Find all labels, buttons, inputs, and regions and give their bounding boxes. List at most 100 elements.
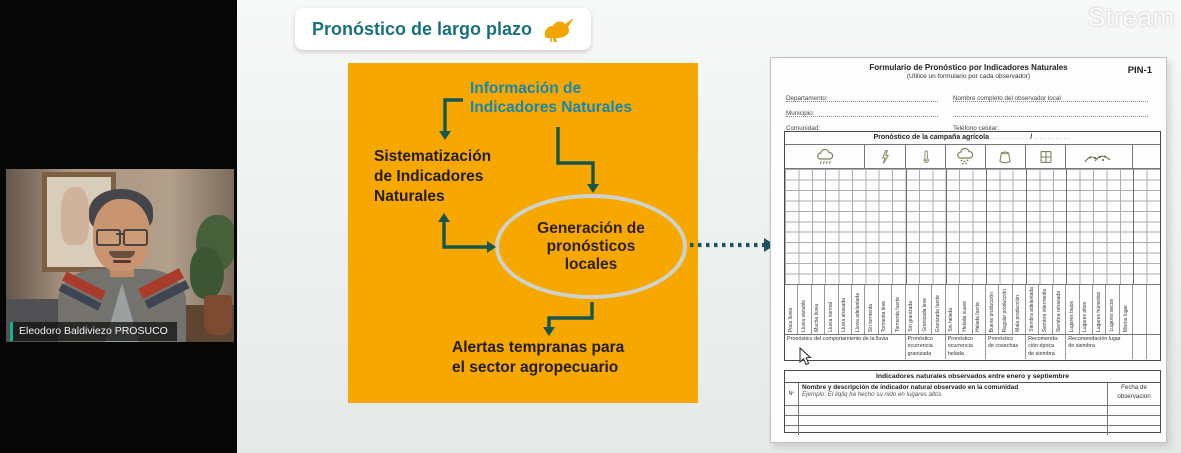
column-label-cell: Buena producción (986, 285, 1000, 334)
blank-line: .............. (990, 135, 1029, 141)
column-label-cell: Siembra adelantada (1026, 285, 1040, 334)
stream-watermark: Stream (1088, 2, 1175, 32)
desc-header: Nombre y descripción de indicador natura… (802, 384, 1019, 391)
group-label: Recomendación lugar de siembra (1066, 335, 1134, 359)
mouth (113, 260, 131, 263)
group-label (1147, 335, 1160, 359)
column-label-cell: Lugares húmedos (1093, 285, 1107, 334)
column-label-cell: Lluvia adelantada (852, 285, 866, 334)
column-label: Sin granizada (908, 301, 915, 332)
rain-cloud-icon (785, 145, 866, 168)
thermometer-icon (906, 145, 946, 168)
column-label-row: Poca lluvia Lluvia variable Mucha lluvia… (785, 284, 1160, 334)
form-field: Comunidad: (786, 117, 938, 132)
group-label-row: Pronóstico del comportamiento de la lluv… (785, 334, 1160, 359)
mustache (109, 251, 135, 258)
form-subtitle: (Utilice un formulario por cada observad… (906, 73, 1031, 80)
form-code: PIN-1 (1127, 65, 1152, 76)
sown-hills-icon (1066, 145, 1134, 168)
form-fields-left: Departamento: Municipio: Comunidad: (786, 87, 938, 132)
column-label-cell: Granizada leve (919, 285, 933, 334)
column-label: Siembra adelantada (1028, 287, 1035, 332)
column-label: Sin tormenta (868, 303, 875, 332)
field-label: Nombre completo del observador local (953, 95, 1061, 102)
column-label: Regular producción (1001, 288, 1008, 332)
glasses-bridge (116, 233, 124, 235)
column-label-cell: Lluvia atrasada (839, 285, 852, 334)
column-label: Mucha lluvia (814, 304, 821, 332)
form-field: Departamento: (786, 87, 938, 102)
group-label: Pronóstico del comportamiento de la lluv… (785, 335, 906, 359)
column-label-cell (1133, 285, 1147, 334)
column-label-cell: Regular producción (999, 285, 1013, 334)
column-label: Lluvia variable (801, 300, 808, 332)
field-label: Departamento: (786, 95, 828, 102)
column-label-cell: Lugares secos (1106, 285, 1120, 334)
column-label: Lugares secos (1109, 299, 1116, 332)
date-header: Fecha de observacion (1117, 384, 1151, 400)
separator: / (1030, 134, 1033, 141)
group-label: Recomenda- ción época de siembra (1026, 335, 1067, 359)
lightning-icon (865, 145, 906, 168)
weather-icon-row (785, 144, 1160, 169)
table-row (785, 406, 1160, 416)
desc-example: Ejemplo: El liqliq ha hecho su nido en l… (802, 391, 942, 398)
window-grid-icon (1026, 145, 1067, 168)
column-label: Sin helada (948, 308, 955, 332)
empty-icon-cell (1133, 145, 1160, 168)
form-fields-right: Nombre completo del observador local Tel… (953, 87, 1148, 132)
column-label-cell: Sin granizada (906, 285, 919, 334)
node-sistematizacion: Sistematización de Indicadores Naturales (374, 148, 492, 205)
column-label: Siembra retrasada (1055, 290, 1062, 332)
node-informacion: Información de Indicadores Naturales (470, 80, 632, 116)
campaign-forecast-table: Pronóstico de la campaña agrícola ......… (784, 131, 1161, 361)
name-accent-bar (10, 322, 13, 341)
column-label: Lluvia normal (827, 302, 834, 332)
form-field: Nombre completo del observador local (953, 87, 1148, 102)
group-label: Pronóstico ocurrencia granizada (906, 335, 946, 359)
column-label: Tormenta fuerte (894, 296, 901, 332)
num-header: Nº (785, 383, 799, 405)
column-label: Lluvia atrasada (841, 298, 848, 332)
form-field (953, 102, 1148, 117)
column-label: Buena producción (988, 291, 995, 332)
observations-table: Indicadores naturales observados entre e… (784, 370, 1161, 435)
plant (190, 247, 224, 299)
column-label: Poca lluvia (787, 307, 794, 332)
column-label-cell: Mala producción (1013, 285, 1027, 334)
column-label-cell: Siembra retrasada (1053, 285, 1067, 334)
column-label-cell: Lluvia variable (798, 285, 812, 334)
field-label: Comunidad: (786, 125, 820, 132)
field-label: Municipio: (786, 110, 815, 117)
column-label-cell: Granizada fuerte (932, 285, 946, 334)
dotted-arrow (690, 238, 775, 252)
video-panel: Eleodoro Baldiviezo PROSUCO (0, 0, 237, 453)
sack-icon (986, 145, 1027, 168)
column-label-cell: Mucha lluvia (812, 285, 826, 334)
mouse-cursor (799, 347, 812, 366)
campaign-title-text: Pronóstico de la campaña agrícola (873, 134, 990, 141)
participant-name-label: Eleodoro Baldiviezo PROSUCO (10, 322, 177, 341)
form-field: Teléfono celular: (953, 117, 1148, 132)
blank-line: .............. (1034, 135, 1072, 141)
bird-icon (544, 18, 574, 42)
column-label: Helada fuerte (975, 301, 982, 332)
table-row (785, 426, 1160, 435)
column-label: Tormenta leve (881, 300, 888, 332)
column-label-cell: Lugares altos (1080, 285, 1094, 334)
form-field: Municipio: (786, 102, 938, 117)
form-title: Formulario de Pronóstico por Indicadores… (869, 63, 1068, 72)
column-label-cell: Mismo lugar (1120, 285, 1134, 334)
observations-header-row: Nº Nombre y descripción de indicador nat… (785, 383, 1160, 406)
slide-title: Pronóstico de largo plazo (312, 18, 533, 39)
column-label-cell: Sin helada (946, 285, 960, 334)
campaign-table-title: Pronóstico de la campaña agrícola ......… (785, 132, 1160, 144)
forecast-check-grid (785, 169, 1160, 284)
column-label-cell (1147, 285, 1160, 334)
column-label-cell: Helada suave (959, 285, 973, 334)
group-label (1133, 335, 1147, 359)
webcam-video: Eleodoro Baldiviezo PROSUCO (6, 169, 234, 342)
column-label-cell: Lluvia normal (825, 285, 839, 334)
observations-title: Indicadores naturales observados entre e… (785, 371, 1160, 383)
column-label-cell: Sin tormenta (865, 285, 879, 334)
